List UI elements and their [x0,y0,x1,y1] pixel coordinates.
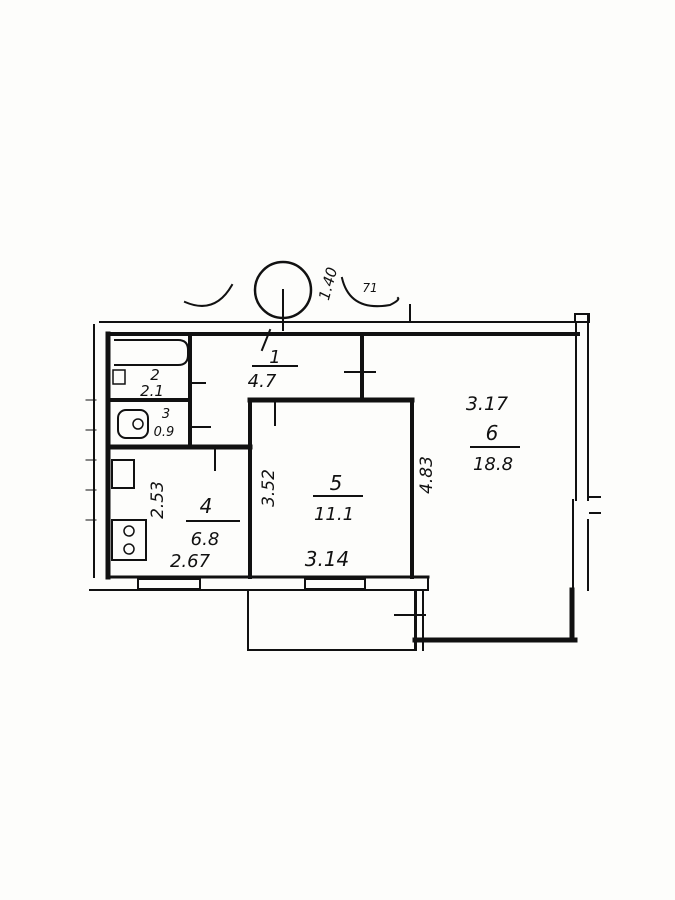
room-3-area: 0.9 [154,425,175,440]
room-3-number: 3 [162,407,170,422]
room-6-area: 18.8 [473,454,513,475]
room-2-area: 2.1 [140,382,164,400]
room-1-area: 4.7 [248,371,277,392]
room-5-area: 11.1 [314,504,354,525]
door-label: 71 [362,281,377,295]
room-5-number: 5 [330,471,343,495]
room-1-number: 1 [269,347,280,368]
room-6-depth-dimension: 4.83 [417,456,437,494]
kitchen-depth-dimension: 2.53 [148,481,168,519]
room-4-number: 4 [200,494,213,518]
room-5-depth-dimension: 3.52 [259,469,279,507]
room-2-number: 2 [150,366,160,384]
room-4-area: 6.8 [191,529,220,550]
room-6-width-dimension: 3.17 [466,393,508,415]
room-5-width-dimension: 3.14 [305,547,350,571]
kitchen-width-dimension: 2.67 [170,551,211,572]
door-width-dimension: 1.40 [315,265,341,302]
room-6-number: 6 [486,421,499,445]
